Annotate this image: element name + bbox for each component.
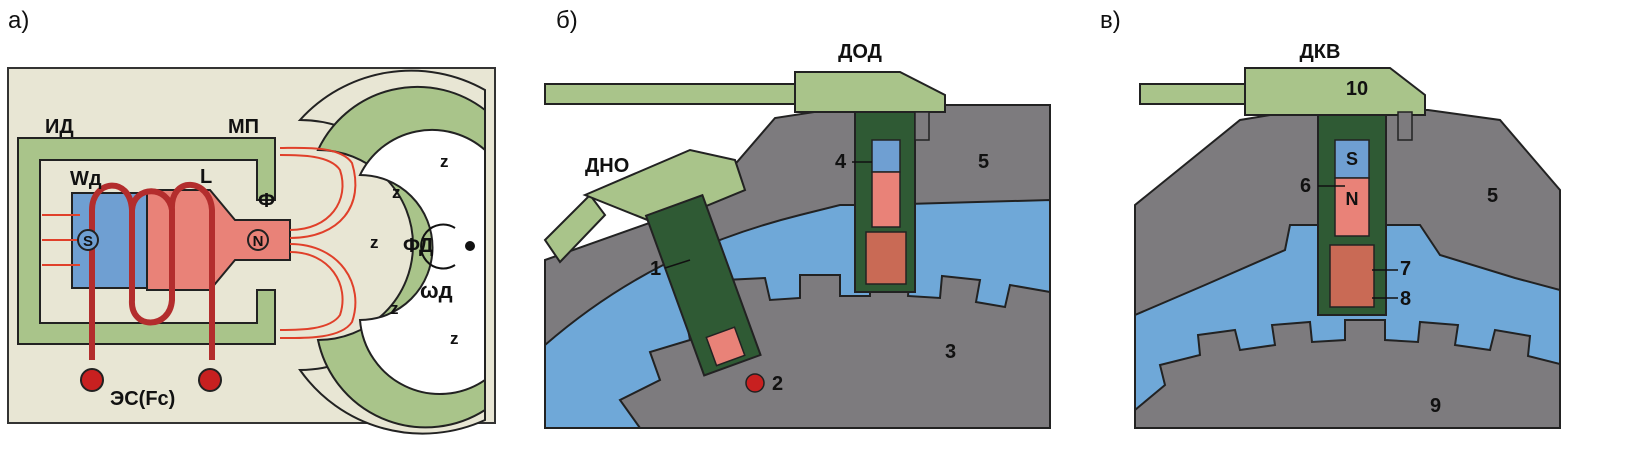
cable-dno	[543, 193, 607, 264]
leader-lines-b	[664, 161, 872, 269]
panel-a-letter: а)	[8, 7, 29, 34]
label-5c: 5	[1487, 185, 1498, 207]
label-dkv: ДКВ	[1300, 41, 1341, 63]
panel-c: в) ДКВ 10 S N 6 5 7 8 9	[664, 7, 1561, 429]
panel-b-letter: б)	[556, 7, 578, 34]
dno-magnet	[705, 326, 746, 367]
pole-n-label: N	[253, 233, 264, 250]
tooth-z-1: z	[440, 152, 449, 171]
dod-magnet-blue	[871, 139, 901, 173]
magnet-north	[146, 189, 291, 291]
label-mp: МП	[228, 116, 259, 138]
label-s: S	[1346, 149, 1358, 169]
label-10: 10	[1346, 78, 1368, 100]
tooth-z-3: z	[370, 233, 379, 252]
label-3: 3	[945, 341, 956, 363]
label-es: ЭС(Fc)	[110, 388, 175, 410]
label-l: L	[200, 166, 212, 188]
magnetic-circuit	[17, 137, 276, 345]
label-9: 9	[1430, 395, 1441, 417]
dkv-magnet-pink	[1334, 177, 1370, 237]
sensor-dod-head	[794, 71, 946, 113]
rotation-center	[465, 241, 475, 251]
flux-lines	[279, 146, 357, 340]
panel-b: б) ДОД ДНО 1 2 3 4 5	[543, 7, 1051, 429]
tooth-z-4: z	[390, 299, 399, 318]
terminal-right	[198, 368, 222, 392]
terminal-left	[80, 368, 104, 392]
coil-winding	[89, 181, 215, 360]
dkv-coil	[1329, 244, 1375, 308]
label-4: 4	[835, 151, 847, 173]
leader-lines-c	[1318, 185, 1398, 299]
label-phid: ФД	[403, 235, 433, 257]
panel-c-letter: в)	[1100, 7, 1121, 34]
dkv-magnet-blue	[1334, 139, 1370, 179]
marker-tooth	[745, 373, 765, 393]
panel-a: а)	[7, 7, 496, 435]
rotation-arrow	[420, 223, 456, 270]
label-2: 2	[772, 373, 783, 395]
tooth-z-2: z	[392, 183, 401, 202]
label-1: 1	[650, 258, 661, 280]
flux-arrows-left	[42, 214, 80, 266]
label-wd: Wд	[70, 168, 102, 190]
dkv-screw	[1397, 111, 1413, 141]
cable-dkv	[1139, 83, 1251, 105]
pole-s-circle	[77, 229, 99, 251]
label-id: ИД	[45, 116, 74, 138]
dod-coil	[865, 231, 907, 285]
gear-teeth-c	[1134, 319, 1561, 429]
dod-screw	[914, 111, 930, 141]
tooth-z-5: z	[450, 329, 459, 348]
label-6: 6	[1300, 175, 1311, 197]
label-n: N	[1346, 189, 1359, 209]
sensor-dno-body-group	[644, 193, 762, 377]
cable-dod	[544, 83, 801, 105]
label-5: 5	[978, 151, 989, 173]
label-phi: Ф	[258, 190, 275, 212]
dod-magnet-pink	[871, 171, 901, 228]
label-omega: ωд	[420, 278, 453, 303]
pole-s-label: S	[83, 233, 93, 250]
tooth-labels: z z z z z	[370, 152, 459, 348]
sensor-dkv-head	[1244, 67, 1426, 116]
label-7: 7	[1400, 258, 1411, 280]
rotor-inner	[358, 128, 486, 395]
label-dno: ДНО	[585, 155, 629, 177]
pole-n-circle	[247, 229, 269, 251]
label-dod: ДОД	[838, 41, 882, 63]
label-8: 8	[1400, 288, 1411, 310]
